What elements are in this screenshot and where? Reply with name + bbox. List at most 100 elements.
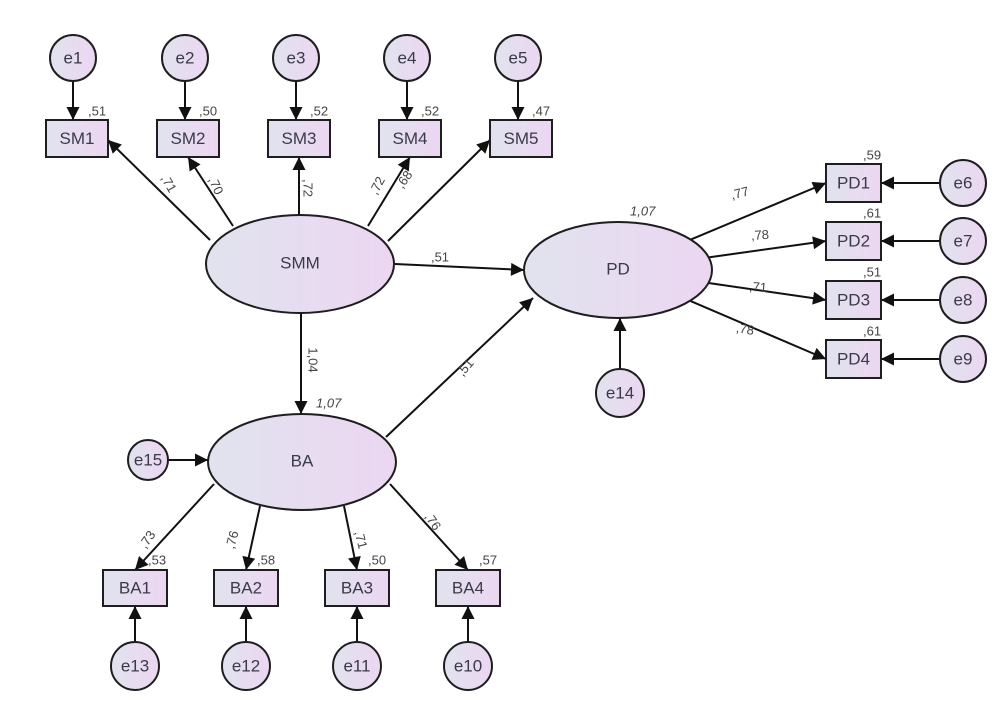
indicator-sm4[interactable] [378, 119, 442, 158]
indicator-label-sm3: SM3 [282, 129, 317, 148]
error-e10[interactable] [443, 641, 493, 691]
loading-label-ba3: ,71 [351, 529, 370, 550]
error-e3[interactable] [272, 34, 320, 82]
error-label-e3: e3 [287, 48, 306, 67]
loading-arrow-pd1 [690, 182, 827, 241]
error-e12[interactable] [221, 641, 271, 691]
error-label-e12: e12 [232, 656, 260, 675]
loading-arrow-ba3 [343, 505, 361, 571]
indicator-label-ba2: BA2 [230, 578, 262, 597]
error-e5[interactable] [494, 34, 542, 82]
loading-arrow-sm1 [107, 139, 211, 241]
indicator-sm5[interactable] [489, 119, 553, 158]
r2-label-ba3: ,50 [368, 552, 386, 567]
indicator-ba1[interactable] [102, 569, 168, 607]
r2-label-pd2: ,61 [863, 205, 881, 220]
loading-arrow-pd3 [708, 282, 827, 305]
path-arrow-ba-pd [385, 297, 534, 438]
loading-label-pd1: ,77 [729, 184, 750, 203]
loading-arrow-sm4 [367, 156, 411, 227]
error-e11[interactable] [332, 641, 382, 691]
error-e15[interactable] [127, 439, 169, 481]
error-label-e11: e11 [343, 656, 370, 675]
path-coef-smm-pd: ,51 [431, 249, 449, 264]
indicator-sm1[interactable] [45, 119, 109, 158]
indicator-label-pd2: PD2 [837, 231, 870, 250]
loading-arrow-sm2 [187, 156, 234, 227]
loading-label-sm4: ,72 [366, 174, 388, 197]
error-label-e2: e2 [176, 48, 195, 67]
loading-label-ba2: ,76 [222, 529, 241, 550]
indicator-label-sm5: SM5 [504, 129, 539, 148]
error-e2[interactable] [161, 34, 209, 82]
indicator-label-sm1: SM1 [60, 129, 95, 148]
r2-label-pd4: ,61 [863, 323, 881, 338]
loading-label-sm2: ,70 [205, 174, 226, 197]
error-label-e10: e10 [454, 656, 482, 675]
loading-label-pd4: ,78 [735, 320, 755, 338]
error-label-e1: e1 [64, 48, 83, 67]
r2-label-sm5: ,47 [532, 103, 550, 118]
error-e7[interactable] [939, 217, 987, 265]
loading-label-sm5: ,68 [393, 168, 416, 191]
error-label-e15: e15 [134, 450, 162, 469]
error-label-e7: e7 [954, 231, 973, 250]
error-e13[interactable] [110, 641, 160, 691]
r2-label-sm2: ,50 [199, 103, 217, 118]
edges-layer [66, 81, 940, 642]
indicator-label-ba3: BA3 [341, 578, 373, 597]
error-e6[interactable] [939, 159, 987, 207]
indicator-label-ba4: BA4 [452, 578, 484, 597]
indicator-ba2[interactable] [213, 569, 279, 607]
r2-label-pd3: ,51 [863, 264, 881, 279]
indicator-pd1[interactable] [825, 163, 882, 203]
r2-label-sm3: ,52 [310, 103, 328, 118]
loading-arrow-ba4 [389, 483, 469, 571]
indicator-label-pd4: PD4 [837, 349, 870, 368]
loading-label-ba4: ,76 [422, 510, 445, 533]
path-arrow-smm-pd [394, 262, 525, 276]
path-coef-ba-pd: ,51 [454, 356, 477, 379]
indicator-sm3[interactable] [267, 119, 331, 158]
error-label-e8: e8 [954, 290, 973, 309]
r2-label-ba4: ,57 [479, 552, 497, 567]
error-label-e5: e5 [509, 48, 528, 67]
latent-pd[interactable] [523, 221, 713, 319]
latent-smm[interactable] [205, 214, 395, 314]
indicator-ba3[interactable] [324, 569, 390, 607]
labels-layer: ,71,51,70,50,72,52,72,52,68,47,77,59,78,… [88, 103, 881, 567]
indicator-label-pd1: PD1 [837, 173, 870, 192]
latent-label-ba: BA [291, 451, 314, 470]
loading-arrow-ba2 [242, 505, 261, 571]
latent-label-smm: SMM [280, 253, 320, 272]
indicator-label-ba1: BA1 [119, 578, 151, 597]
variance-label-ba: 1,07 [316, 395, 342, 410]
indicator-pd4[interactable] [825, 339, 882, 379]
loading-arrow-pd2 [708, 236, 827, 259]
r2-label-sm1: ,51 [88, 103, 106, 118]
error-e9[interactable] [939, 335, 987, 383]
r2-label-ba1: ,53 [148, 552, 166, 567]
error-e1[interactable] [49, 34, 97, 82]
indicator-sm2[interactable] [156, 119, 220, 158]
loading-label-sm3: ,72 [301, 179, 316, 197]
error-e4[interactable] [383, 34, 431, 82]
loading-label-pd2: ,78 [750, 227, 769, 243]
path-coef-smm-ba: 1,04 [306, 347, 321, 372]
indicator-pd2[interactable] [825, 221, 882, 261]
error-e14[interactable] [595, 368, 645, 418]
error-label-e14: e14 [606, 383, 634, 402]
error-label-e13: e13 [121, 656, 149, 675]
indicator-label-sm4: SM4 [393, 129, 428, 148]
error-e8[interactable] [939, 276, 987, 324]
variance-label-pd: 1,07 [630, 203, 656, 218]
indicator-ba4[interactable] [435, 569, 501, 607]
loading-arrow-ba1 [134, 483, 215, 571]
r2-label-ba2: ,58 [257, 552, 275, 567]
latent-ba[interactable] [207, 413, 397, 511]
r2-label-pd1: ,59 [863, 147, 881, 162]
indicator-label-pd3: PD3 [837, 290, 870, 309]
indicator-pd3[interactable] [825, 280, 882, 320]
